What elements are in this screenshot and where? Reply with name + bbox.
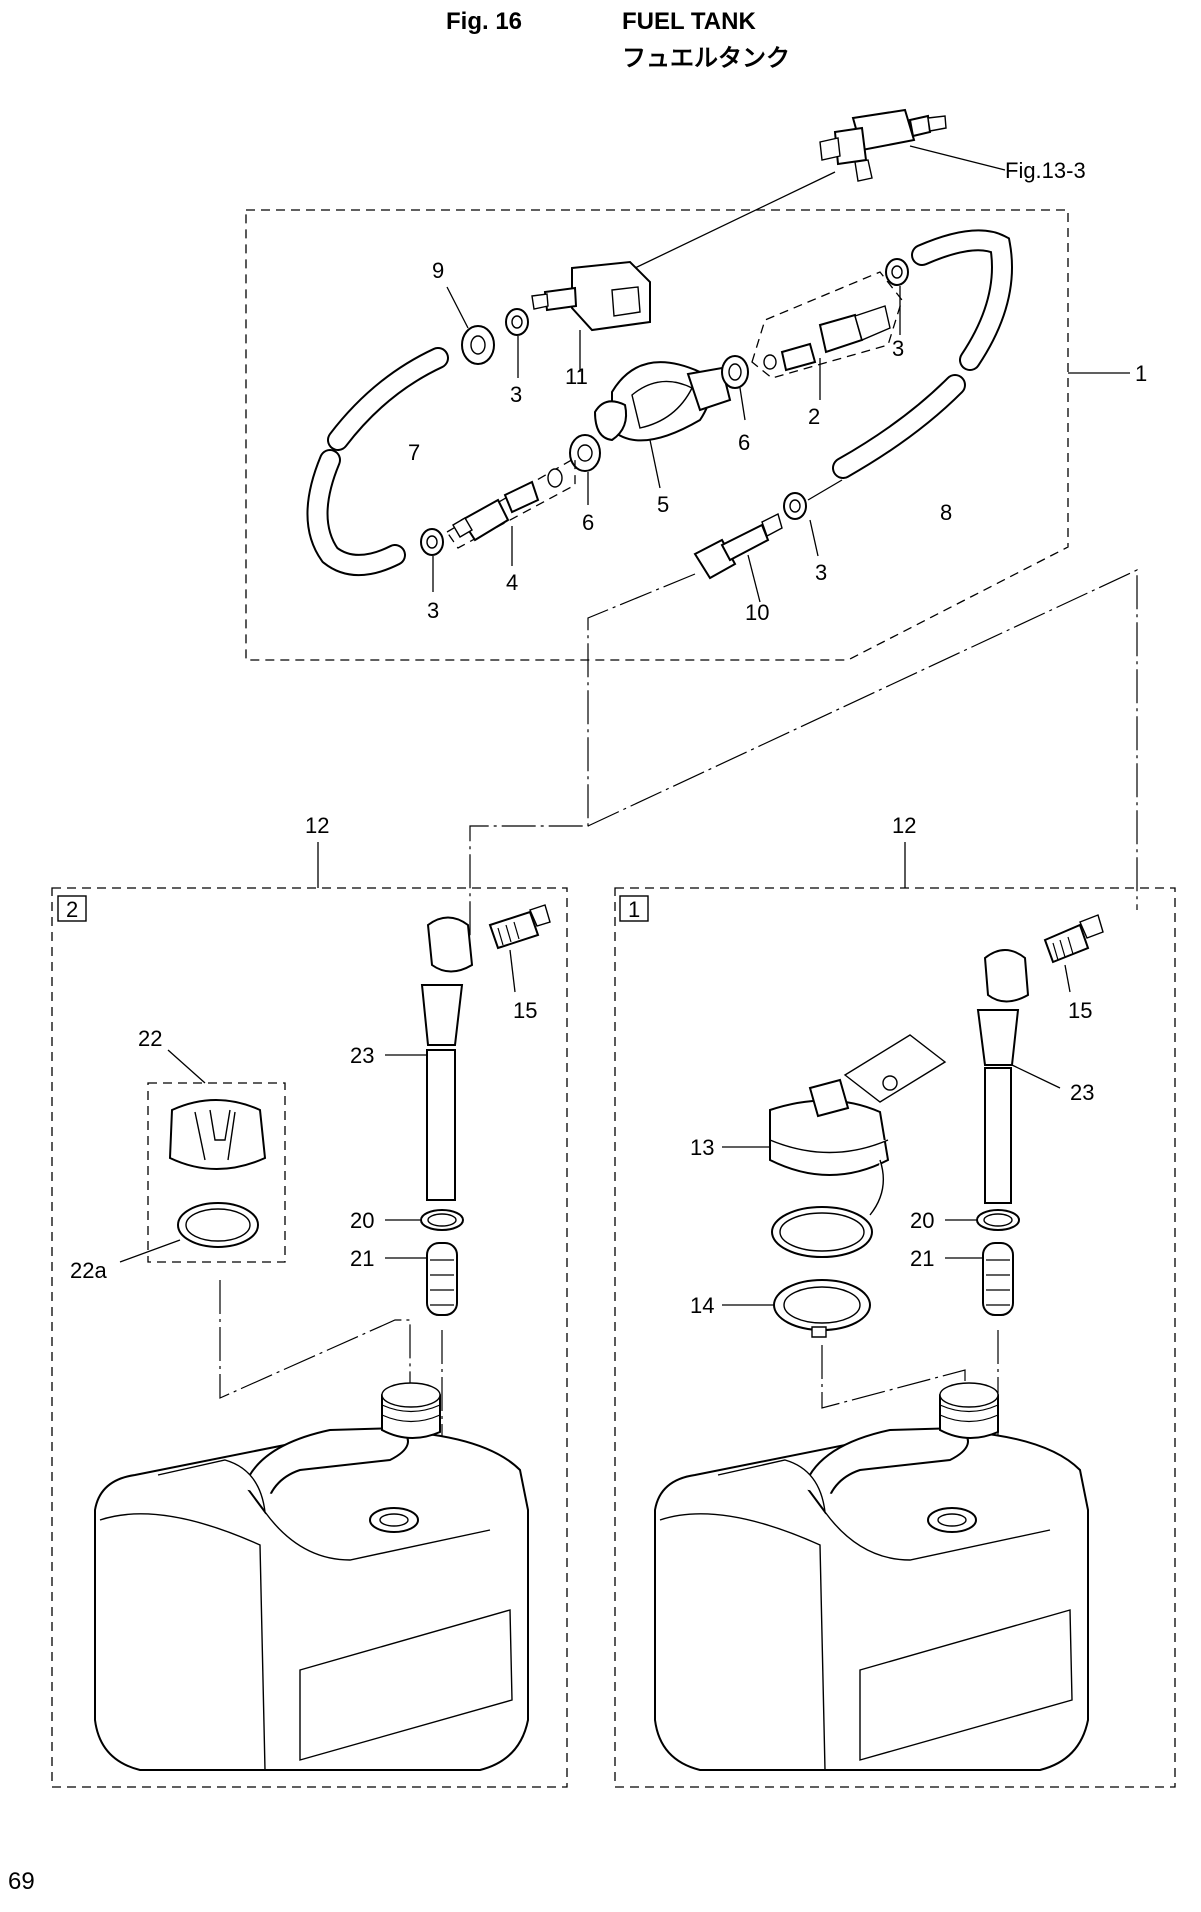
clamp-3-right xyxy=(885,258,909,286)
callout-6-right: 6 xyxy=(738,430,750,455)
clamp-3-top xyxy=(505,308,529,336)
callout-22: 22 xyxy=(138,1026,162,1051)
callout-21-right: 21 xyxy=(910,1246,934,1271)
callout-15-left: 15 xyxy=(513,998,537,1023)
callout-23-right: 23 xyxy=(1070,1080,1094,1105)
callout-5: 5 xyxy=(657,492,669,517)
callout-12-right: 12 xyxy=(892,813,916,838)
callout-20-left: 20 xyxy=(350,1208,374,1233)
vented-cap-13 xyxy=(769,1078,890,1216)
callout-9: 9 xyxy=(432,258,444,283)
check-valve-4 xyxy=(452,468,563,542)
hose-assembly-outline xyxy=(245,209,1069,661)
callout-21-left: 21 xyxy=(350,1246,374,1271)
clamp-6-right xyxy=(721,355,749,389)
ref-figure-callout: Fig.13-3 xyxy=(1005,158,1086,183)
variant-1-tag xyxy=(619,895,649,922)
engine-side-connector xyxy=(819,108,947,182)
o-ring-20-left xyxy=(420,1209,464,1231)
primer-bulb-5 xyxy=(593,361,732,442)
page-number: 69 xyxy=(8,1868,35,1895)
cap-22-outline xyxy=(147,1082,286,1263)
filler-cap-22 xyxy=(168,1099,267,1170)
hose-7 xyxy=(306,347,449,576)
o-ring-20-right xyxy=(976,1209,1020,1231)
retainer-ring-14 xyxy=(773,1279,871,1338)
fuel-tank-right xyxy=(654,1382,1089,1771)
callout-6-left: 6 xyxy=(582,510,594,535)
callout-3-bottom-left: 3 xyxy=(427,598,439,623)
callout-11: 11 xyxy=(565,364,588,389)
hose-joint-15-right xyxy=(1043,914,1104,964)
variant-1-number: 1 xyxy=(628,897,640,922)
tank-variant-1-outline xyxy=(614,887,1176,1788)
clamp-ring-9 xyxy=(461,325,495,365)
clamp-6-left xyxy=(569,434,601,472)
pickup-elbow-right xyxy=(976,949,1030,1204)
fuel-filter-21-right xyxy=(982,1242,1014,1316)
variant-2-number: 2 xyxy=(66,897,78,922)
hose-right-upper xyxy=(911,229,1013,371)
clamp-3-bottom-right xyxy=(783,492,807,520)
gasket-22a xyxy=(177,1202,259,1248)
callout-7: 7 xyxy=(408,440,420,465)
callout-14: 14 xyxy=(690,1293,714,1318)
figure-title-japanese: フュエルタンク xyxy=(622,45,790,72)
figure-title: FUEL TANK xyxy=(622,8,756,35)
callout-13: 13 xyxy=(690,1135,714,1160)
hose-8 xyxy=(832,374,966,479)
callout-12-left: 12 xyxy=(305,813,329,838)
callout-10: 10 xyxy=(745,600,769,625)
pickup-elbow-left xyxy=(420,916,474,1201)
warning-label-sheet xyxy=(843,1034,947,1103)
callout-3-right: 3 xyxy=(892,336,904,361)
callout-4: 4 xyxy=(506,570,518,595)
callout-3-top: 3 xyxy=(510,382,522,407)
tank-variant-2-outline xyxy=(51,887,568,1788)
check-valve-2 xyxy=(763,305,891,372)
callout-8: 8 xyxy=(940,500,952,525)
callout-1: 1 xyxy=(1135,361,1147,386)
figure-number: Fig. 16 xyxy=(446,8,523,35)
callout-3-bottom-right: 3 xyxy=(815,560,827,585)
tank-connector-10 xyxy=(693,512,783,580)
cap-gasket xyxy=(771,1206,873,1258)
callout-15-right: 15 xyxy=(1068,998,1092,1023)
clamp-3-bottom-left xyxy=(420,528,444,556)
callout-20-right: 20 xyxy=(910,1208,934,1233)
fuel-tank-left xyxy=(94,1382,529,1771)
callout-2: 2 xyxy=(808,404,820,429)
hose-joint-15-left xyxy=(488,904,551,950)
fuel-connector-11 xyxy=(531,260,651,332)
callout-22a: 22a xyxy=(70,1258,107,1283)
variant-2-tag xyxy=(57,895,87,922)
fuel-filter-21-left xyxy=(426,1242,458,1316)
callout-23-left: 23 xyxy=(350,1043,374,1068)
